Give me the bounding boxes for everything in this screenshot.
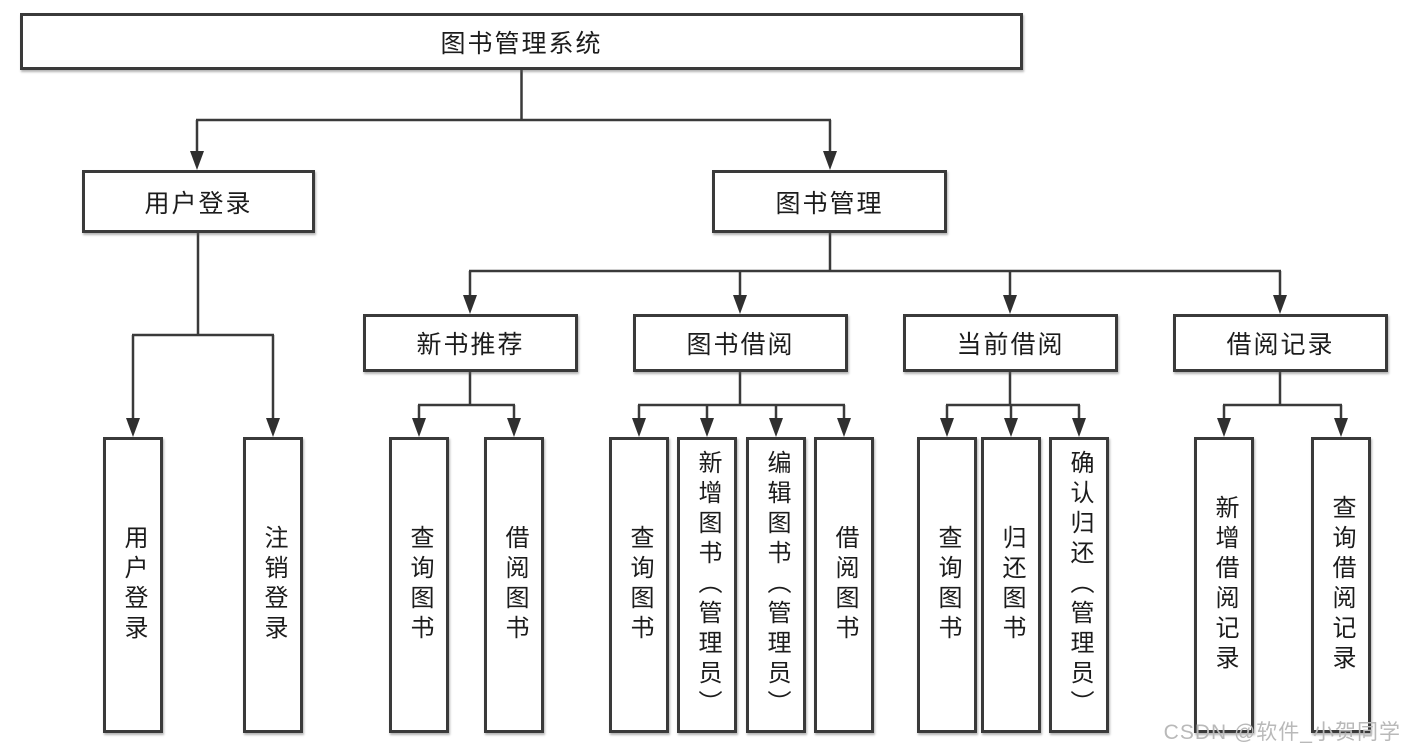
leaf-edit-book-admin: 编辑图书（管理员） [746, 437, 806, 733]
connector-edges [131, 70, 1343, 420]
leaf-query-books-borrowing: 查询图书 [609, 437, 669, 733]
leaf-return-books: 归还图书 [981, 437, 1041, 733]
leaf-query-books-current: 查询图书 [917, 437, 977, 733]
node-borrowing-records: 借阅记录 [1173, 314, 1388, 372]
node-new-book-recommendation: 新书推荐 [363, 314, 578, 372]
node-root-library-system: 图书管理系统 [20, 13, 1023, 70]
leaf-confirm-return-admin: 确认归还（管理员） [1049, 437, 1109, 733]
node-user-login: 用户登录 [82, 170, 315, 233]
arrowheads [126, 151, 1348, 437]
leaf-add-borrow-record: 新增借阅记录 [1194, 437, 1254, 733]
leaf-borrow-books-borrowing: 借阅图书 [814, 437, 874, 733]
leaf-query-books-recommend: 查询图书 [389, 437, 449, 733]
leaf-borrow-books-recommend: 借阅图书 [484, 437, 544, 733]
node-book-borrowing: 图书借阅 [633, 314, 848, 372]
leaf-query-borrow-record: 查询借阅记录 [1311, 437, 1371, 733]
csdn-watermark: CSDN @软件_小贺同学 [1163, 721, 1401, 744]
leaf-add-book-admin: 新增图书（管理员） [677, 437, 737, 733]
node-current-borrowing: 当前借阅 [903, 314, 1118, 372]
leaf-logout: 注销登录 [243, 437, 303, 733]
node-book-management: 图书管理 [712, 170, 947, 233]
leaf-user-login: 用户登录 [103, 437, 163, 733]
